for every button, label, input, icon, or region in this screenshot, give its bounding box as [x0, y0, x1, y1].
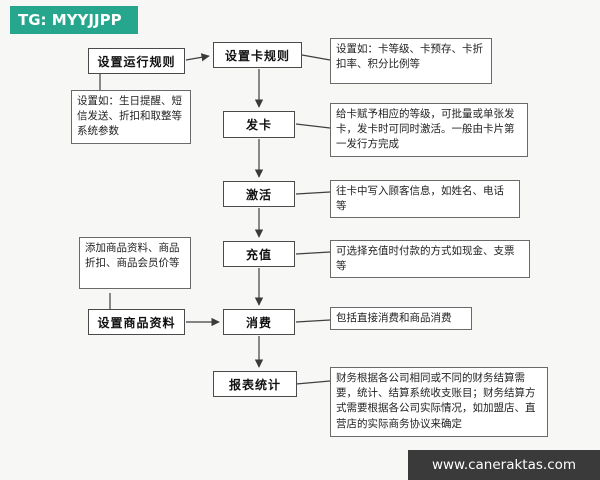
- note-card-rules: 设置如：卡等级、卡预存、卡折扣率、积分比例等: [330, 38, 492, 84]
- arrow-runrules-to-cardrules: [185, 53, 210, 62]
- connector-report-note: [295, 380, 331, 385]
- node-set-card-rules: 设置卡规则: [213, 42, 302, 68]
- connector-consume-note: [295, 319, 331, 323]
- note-product: 添加商品资料、商品折扣、商品会员价等: [79, 237, 191, 289]
- tg-watermark-banner: TG: MYYJJPP: [10, 6, 138, 34]
- node-activate: 激活: [223, 181, 295, 207]
- connector-cardrules-note: [301, 54, 331, 61]
- node-issue-card: 发卡: [223, 111, 295, 138]
- node-report-stats: 报表统计: [213, 371, 297, 397]
- note-issue-card: 给卡赋予相应的等级，可批量或单张发卡，发卡时可同时激活。一般由卡片第一发行方完成: [330, 103, 528, 157]
- note-recharge: 可选择充值时付款的方式如现金、支票等: [330, 240, 530, 279]
- connector-activate-note: [295, 191, 331, 195]
- node-recharge: 充值: [223, 241, 295, 267]
- site-watermark-banner: www.caneraktas.com: [408, 450, 600, 480]
- note-run-rules: 设置如：生日提醒、短信发送、折扣和取整等系统参数: [71, 90, 191, 144]
- connector-recharge-note: [295, 251, 331, 255]
- note-consume: 包括直接消费和商品消费: [330, 307, 472, 331]
- note-activate: 往卡中写入顾客信息，如姓名、电话等: [330, 180, 520, 219]
- node-set-run-rules: 设置运行规则: [88, 48, 185, 74]
- connector-issue-note: [295, 123, 331, 129]
- node-consume: 消费: [223, 309, 295, 335]
- node-set-product-data: 设置商品资料: [88, 309, 185, 335]
- note-report: 财务根据各公司相同或不同的财务结算需要，统计、结算系统收支账目；财务结算方式需要…: [330, 367, 548, 437]
